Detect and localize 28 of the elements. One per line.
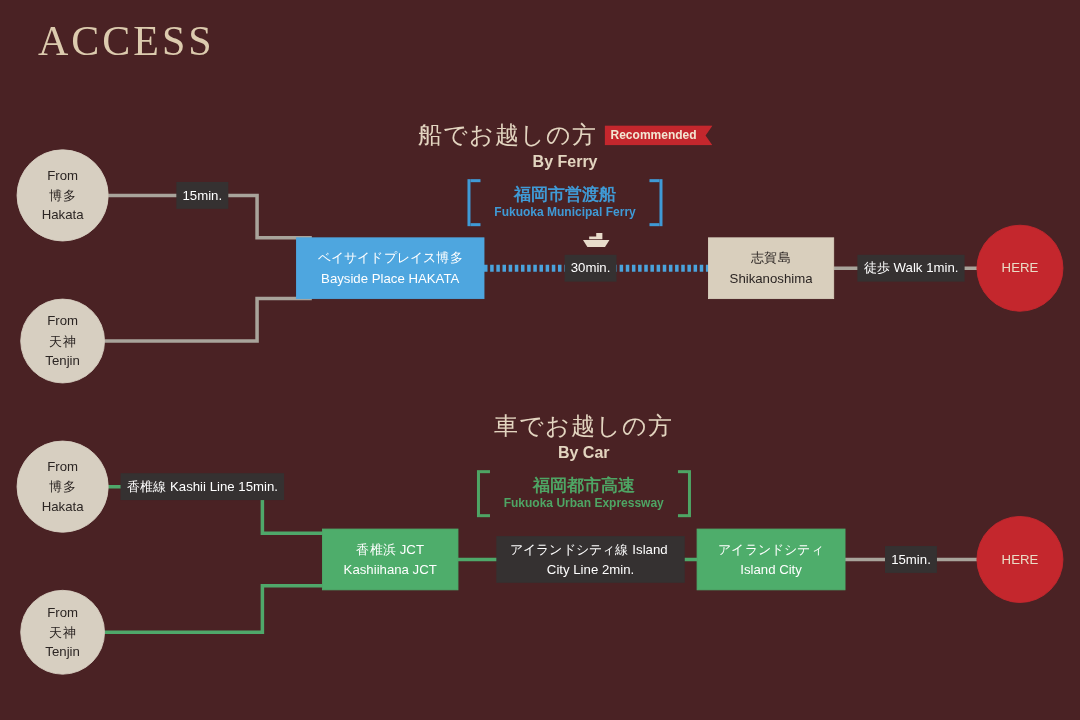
- node-circle: From 天神 Tenjin: [20, 298, 105, 384]
- edge-label: 徒歩 Walk 1min.: [863, 260, 959, 276]
- page-title: ACCESS: [38, 18, 215, 65]
- ribbon-tag: Recommended: [604, 125, 713, 146]
- edge-label: 15min.: [891, 551, 931, 567]
- connector: [104, 296, 312, 343]
- edge-label: 15min.: [182, 187, 223, 203]
- section-subheading: By Car: [557, 443, 610, 463]
- section-heading: 船でお越しの方: [417, 121, 597, 150]
- route-name: 福岡都市高速: [532, 475, 635, 497]
- node-circle: From 博多 Hakata: [16, 440, 109, 533]
- node-circle: From 天神 Tenjin: [20, 589, 105, 675]
- edge-label: 30min.: [570, 260, 611, 276]
- node-box: ベイサイドプレイス博多 Bayside Place HAKATA: [296, 237, 485, 300]
- edge-label: 香椎線 Kashii Line 15min.: [126, 478, 278, 494]
- connector: [104, 583, 323, 634]
- node-circle: HERE: [976, 224, 1064, 312]
- edge-label: アイランドシティ線 Island City Line 2min.: [509, 541, 668, 577]
- route-name: 福岡市営渡船: [514, 184, 617, 206]
- node-circle: From 博多 Hakata: [16, 149, 109, 242]
- node-box: アイランドシティ Island City: [696, 528, 846, 591]
- section-subheading: By Ferry: [532, 151, 598, 171]
- node-circle: HERE: [976, 516, 1064, 603]
- node-box: 香椎浜 JCT Kashiihana JCT: [322, 528, 459, 591]
- route-name-english: Fukuoka Municipal Ferry: [494, 205, 636, 221]
- node-box: 志賀島 Shikanoshima: [708, 237, 835, 300]
- route-name-english: Fukuoka Urban Expressway: [503, 496, 664, 513]
- section-heading: 車でお越しの方: [494, 412, 674, 442]
